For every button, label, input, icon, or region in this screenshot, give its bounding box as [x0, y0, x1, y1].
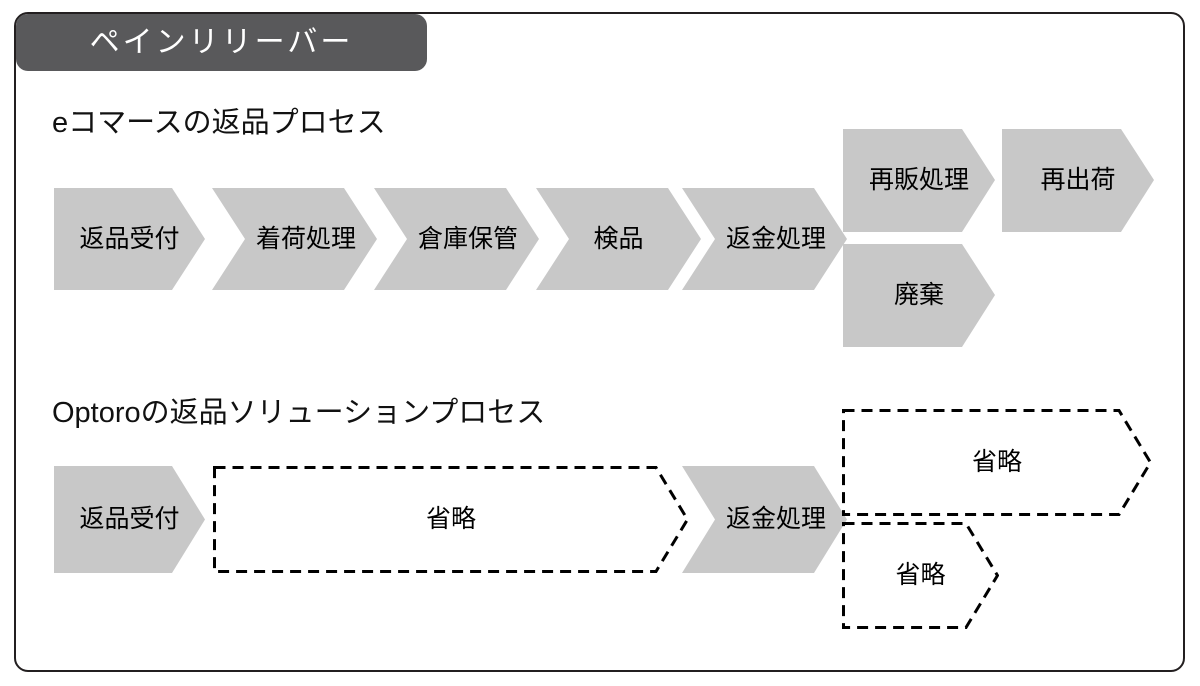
chevron-shape — [843, 129, 995, 232]
banner-title: ペインリリーバー — [89, 25, 354, 59]
optoro-branch-omitted-lower[interactable]: 省略 — [842, 522, 999, 629]
process-step-label: 返品受付 — [79, 224, 180, 253]
chevron-shape — [374, 188, 539, 290]
chevron-shape — [212, 188, 377, 290]
chevron-shape — [1002, 129, 1154, 232]
process-step-arrival[interactable]: 着荷処理 — [212, 188, 377, 290]
optoro-step-label: 返金処理 — [726, 505, 827, 533]
optoro-step-returns-intake[interactable]: 返品受付 — [54, 466, 205, 573]
chevron-shape — [682, 466, 847, 573]
optoro-step-label: 返品受付 — [79, 505, 180, 533]
chevron-shape — [54, 466, 205, 573]
branch-step-label: 再出荷 — [1040, 166, 1116, 194]
section-title-ecommerce: eコマースの返品プロセス — [52, 107, 386, 139]
process-step-label: 検品 — [593, 224, 644, 253]
process-step-returns-intake[interactable]: 返品受付 — [54, 188, 205, 290]
dashed-chevron-shape — [842, 409, 1152, 516]
dashed-chevron-shape — [842, 522, 999, 629]
dashed-chevron-shape — [213, 466, 689, 573]
process-step-label: 倉庫保管 — [418, 224, 519, 253]
optoro-branch-omitted-upper[interactable]: 省略 — [842, 409, 1152, 516]
optoro-step-refund[interactable]: 返金処理 — [682, 466, 847, 573]
chevron-shape — [54, 188, 205, 290]
process-step-label: 着荷処理 — [256, 224, 357, 253]
process-step-warehouse[interactable]: 倉庫保管 — [374, 188, 539, 290]
process-step-refund[interactable]: 返金処理 — [682, 188, 847, 290]
section-title-optoro: Optoroの返品ソリューションプロセス — [52, 397, 546, 429]
slide-frame: ペインリリーバー eコマースの返品プロセス 返品受付 着荷処理 倉庫保管 — [14, 12, 1185, 672]
branch-step-disposal[interactable]: 廃棄 — [843, 244, 995, 347]
process-step-inspection[interactable]: 検品 — [536, 188, 701, 290]
branch-step-label: 再販処理 — [868, 166, 969, 194]
optoro-branch-label: 省略 — [971, 448, 1022, 476]
branch-step-reshipment[interactable]: 再出荷 — [1002, 129, 1154, 232]
branch-step-label: 廃棄 — [893, 281, 944, 309]
optoro-step-label: 省略 — [425, 505, 476, 533]
chevron-shape — [536, 188, 701, 290]
chevron-shape — [682, 188, 847, 290]
chevron-shape — [843, 244, 995, 347]
process-step-label: 返金処理 — [726, 224, 827, 253]
slide-banner: ペインリリーバー — [16, 14, 427, 71]
optoro-branch-label: 省略 — [895, 561, 946, 589]
branch-step-resale-processing[interactable]: 再販処理 — [843, 129, 995, 232]
optoro-step-omitted-main[interactable]: 省略 — [213, 466, 689, 573]
